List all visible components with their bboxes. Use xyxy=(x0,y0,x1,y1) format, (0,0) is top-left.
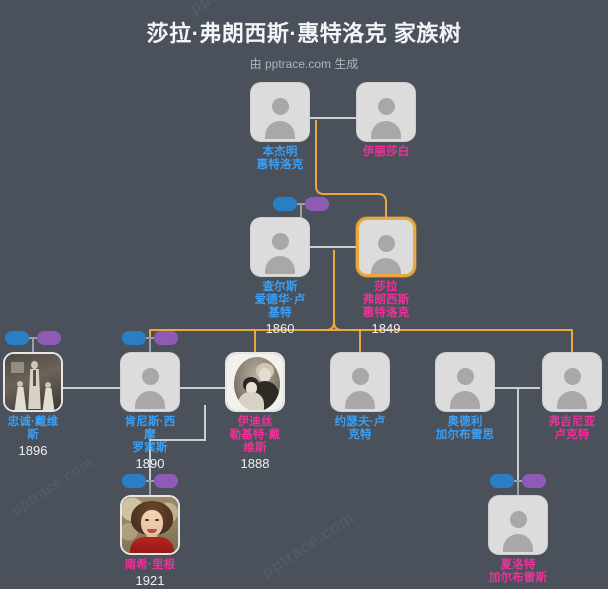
person-node[interactable]: 查尔斯 爱德华·卢基特 1860 xyxy=(249,217,311,336)
marriage-badge[interactable] xyxy=(273,197,329,218)
person-avatar[interactable] xyxy=(250,217,310,277)
avatar-head-icon xyxy=(271,233,289,250)
marriage-badge[interactable] xyxy=(5,331,61,352)
page-subtitle: 由 pptrace.com 生成 xyxy=(249,57,359,71)
person-name: 忠诚·戴维斯 xyxy=(7,416,59,441)
pill-stem xyxy=(32,338,34,352)
female-pill-icon xyxy=(305,197,329,211)
header: 莎拉·弗朗西斯·惠特洛克 家族树 由 pptrace.com 生成 xyxy=(0,0,608,72)
male-pill-icon xyxy=(5,331,29,345)
person-year: 1890 xyxy=(135,456,165,471)
avatar-body-icon xyxy=(135,391,165,409)
avatar-head-icon xyxy=(509,511,527,528)
person-avatar[interactable] xyxy=(356,217,416,277)
person-avatar[interactable] xyxy=(330,352,390,412)
pill-stem xyxy=(149,338,151,352)
watermark: pptrace.com xyxy=(8,453,97,520)
portrait-image xyxy=(227,354,283,410)
male-pill-icon xyxy=(122,474,146,488)
person-name: 夏洛特 加尔布雷斯 xyxy=(488,559,548,584)
person-name: 南希·里根 xyxy=(124,559,176,571)
person-year: 1896 xyxy=(18,443,48,458)
pill-stem xyxy=(149,481,151,495)
person-name: 伊丽莎白 xyxy=(362,146,410,158)
person-year: 1860 xyxy=(265,321,295,336)
avatar-body-icon xyxy=(371,121,401,139)
avatar-head-icon xyxy=(377,235,395,252)
female-pill-icon xyxy=(522,474,546,488)
person-photo[interactable] xyxy=(225,352,285,412)
person-name: 本杰明 惠特洛克 xyxy=(256,146,304,171)
person-name: 肯尼斯·西摩 罗宾斯 xyxy=(124,416,176,454)
marriage-badge[interactable] xyxy=(122,474,178,495)
person-node[interactable]: 约瑟夫·卢克特 xyxy=(329,352,391,443)
avatar-body-icon xyxy=(557,391,587,409)
female-pill-icon xyxy=(154,474,178,488)
person-node[interactable]: 弗吉尼亚 卢克特 xyxy=(541,352,603,443)
male-pill-icon xyxy=(490,474,514,488)
avatar-head-icon xyxy=(456,368,474,385)
person-name: 莎拉 弗朗西斯 惠特洛克 xyxy=(362,281,410,319)
person-avatar[interactable] xyxy=(488,495,548,555)
avatar-body-icon xyxy=(345,391,375,409)
male-pill-icon xyxy=(122,331,146,345)
person-node[interactable]: 奥德利 加尔布雷思 xyxy=(434,352,496,443)
avatar-body-icon xyxy=(450,391,480,409)
portrait-image xyxy=(122,497,178,553)
person-node[interactable]: 南希·里根 1921 xyxy=(119,495,181,588)
person-name: 约瑟夫·卢克特 xyxy=(334,416,386,441)
person-photo[interactable] xyxy=(3,352,63,412)
marriage-badge[interactable] xyxy=(490,474,546,495)
person-node[interactable]: 伊丽莎白 xyxy=(355,82,417,160)
female-pill-icon xyxy=(154,331,178,345)
watermark: pptrace.com xyxy=(186,0,286,19)
pill-stem xyxy=(517,481,519,495)
person-name: 查尔斯 爱德华·卢基特 xyxy=(254,281,306,319)
avatar-head-icon xyxy=(563,368,581,385)
avatar-head-icon xyxy=(271,98,289,115)
avatar-body-icon xyxy=(371,258,401,274)
person-avatar[interactable] xyxy=(250,82,310,142)
avatar-body-icon xyxy=(503,534,533,552)
person-node[interactable]: 肯尼斯·西摩 罗宾斯 1890 xyxy=(119,352,181,471)
avatar-head-icon xyxy=(377,98,395,115)
watermark: pptrace.com xyxy=(258,507,358,582)
person-node[interactable]: 夏洛特 加尔布雷斯 xyxy=(487,495,549,586)
person-avatar[interactable] xyxy=(356,82,416,142)
person-year: 1888 xyxy=(240,456,270,471)
person-node-focused[interactable]: 莎拉 弗朗西斯 惠特洛克 1849 xyxy=(355,217,417,336)
pill-stem xyxy=(300,204,302,218)
person-name: 奥德利 加尔布雷思 xyxy=(435,416,495,441)
person-avatar[interactable] xyxy=(542,352,602,412)
person-avatar[interactable] xyxy=(120,352,180,412)
male-pill-icon xyxy=(273,197,297,211)
person-name: 弗吉尼亚 卢克特 xyxy=(548,416,596,441)
avatar-head-icon xyxy=(141,368,159,385)
person-node[interactable]: 忠诚·戴维斯 1896 xyxy=(2,352,64,458)
person-avatar[interactable] xyxy=(435,352,495,412)
marriage-badge[interactable] xyxy=(122,331,178,352)
avatar-head-icon xyxy=(351,368,369,385)
female-pill-icon xyxy=(37,331,61,345)
avatar-body-icon xyxy=(265,121,295,139)
person-node[interactable]: 本杰明 惠特洛克 xyxy=(249,82,311,173)
avatar-body-icon xyxy=(265,256,295,274)
person-name: 伊迪丝 勒基特·戴维斯 xyxy=(229,416,281,454)
person-node[interactable]: 伊迪丝 勒基特·戴维斯 1888 xyxy=(224,352,286,471)
portrait-image xyxy=(5,354,61,410)
person-photo[interactable] xyxy=(120,495,180,555)
page-title: 莎拉·弗朗西斯·惠特洛克 家族树 xyxy=(146,21,462,46)
person-year: 1921 xyxy=(135,573,165,588)
person-year: 1849 xyxy=(371,321,401,336)
